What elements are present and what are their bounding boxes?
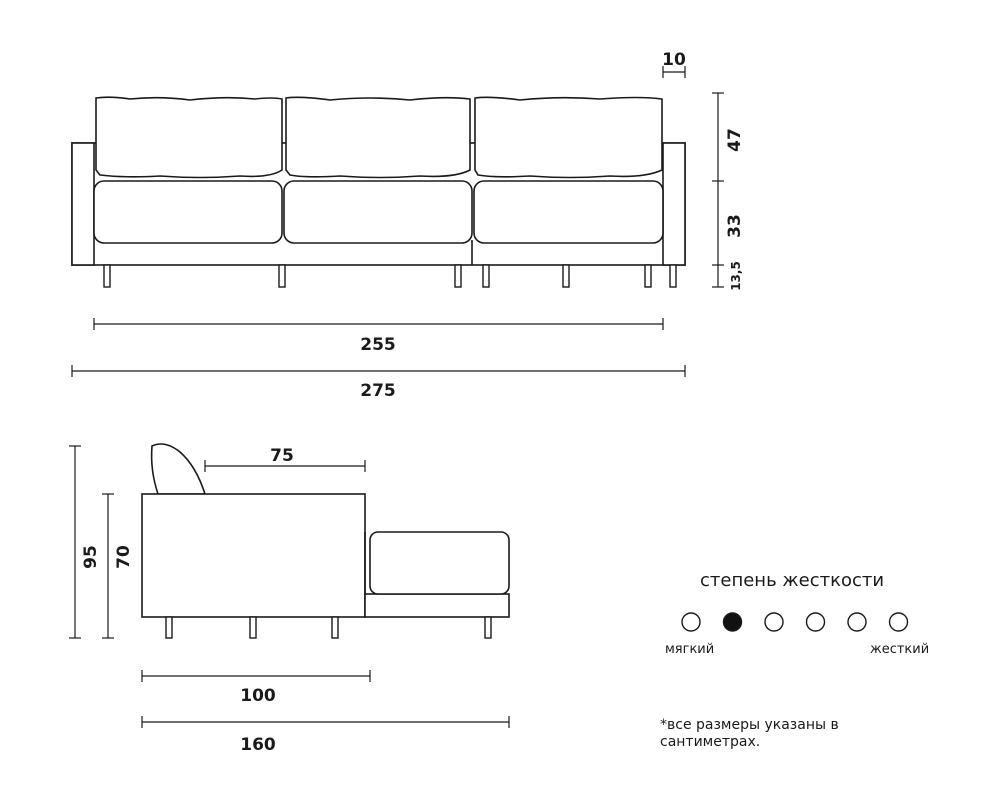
rigidity-dot-selected	[722, 612, 743, 632]
sofa-side-body	[141, 493, 366, 618]
dimension-body-height: 70	[102, 493, 134, 639]
leg	[669, 264, 677, 288]
leg	[644, 264, 652, 288]
left-armrest	[71, 142, 95, 266]
back-cushion-left	[95, 96, 283, 179]
dimensions-footnote: *все размеры указаны в сантиметрах.	[660, 717, 839, 750]
rigidity-dot	[847, 612, 867, 632]
rigidity-dot	[764, 612, 784, 632]
back-pillow	[150, 443, 207, 495]
leg	[484, 616, 492, 639]
leg	[103, 264, 111, 288]
dim-body-height-label: 70	[114, 545, 134, 569]
dimension-arm-width: 10	[662, 50, 686, 78]
dim-seat-height-label: 33	[725, 214, 745, 238]
leg	[278, 264, 286, 288]
rigidity-label-hard: жесткий	[870, 642, 930, 657]
back-cushion-middle	[285, 96, 471, 179]
dim-arm-width-label: 10	[662, 50, 686, 70]
leg	[331, 616, 339, 639]
rigidity-dot	[805, 612, 826, 632]
leg	[454, 264, 462, 288]
rigidity-label-soft: мягкий	[665, 642, 715, 657]
chaise-cushion	[369, 531, 510, 595]
seat-cushion-right	[473, 180, 664, 244]
dimension-seat-depth: 75	[204, 446, 366, 472]
leg	[249, 616, 257, 639]
dim-total-height-label: 95	[81, 545, 101, 569]
rigidity-dot	[681, 612, 701, 632]
rigidity-dot	[888, 612, 909, 632]
dim-depth-label: 100	[240, 686, 276, 706]
seat-cushion-left	[93, 180, 283, 244]
dimension-inner-width: 255	[93, 318, 664, 355]
leg	[165, 616, 173, 639]
seat-cushion-middle	[283, 180, 473, 244]
dimension-total-height: 95	[69, 445, 101, 639]
dim-total-width-label: 275	[360, 381, 396, 401]
dim-chaise-depth-label: 160	[240, 735, 276, 755]
right-armrest	[662, 142, 686, 266]
rigidity-scale	[681, 612, 909, 632]
front-view-sofa	[71, 96, 686, 288]
rigidity-title: степень жесткости	[700, 570, 885, 591]
dim-inner-width-label: 255	[360, 335, 396, 355]
dimension-total-width: 275	[71, 365, 686, 401]
back-cushion-right	[474, 96, 663, 179]
dimension-depth: 100	[141, 670, 371, 706]
leg	[482, 264, 490, 288]
dim-back-height-label: 47	[725, 128, 745, 152]
dim-leg-height-label: 13,5	[729, 261, 743, 291]
leg	[562, 264, 570, 288]
dimension-chaise-depth: 160	[141, 716, 510, 755]
side-view-sofa	[141, 443, 510, 639]
dimension-heights: 47 33 13,5	[712, 92, 745, 291]
chaise-base	[364, 593, 510, 618]
dim-seat-depth-label: 75	[270, 446, 294, 466]
